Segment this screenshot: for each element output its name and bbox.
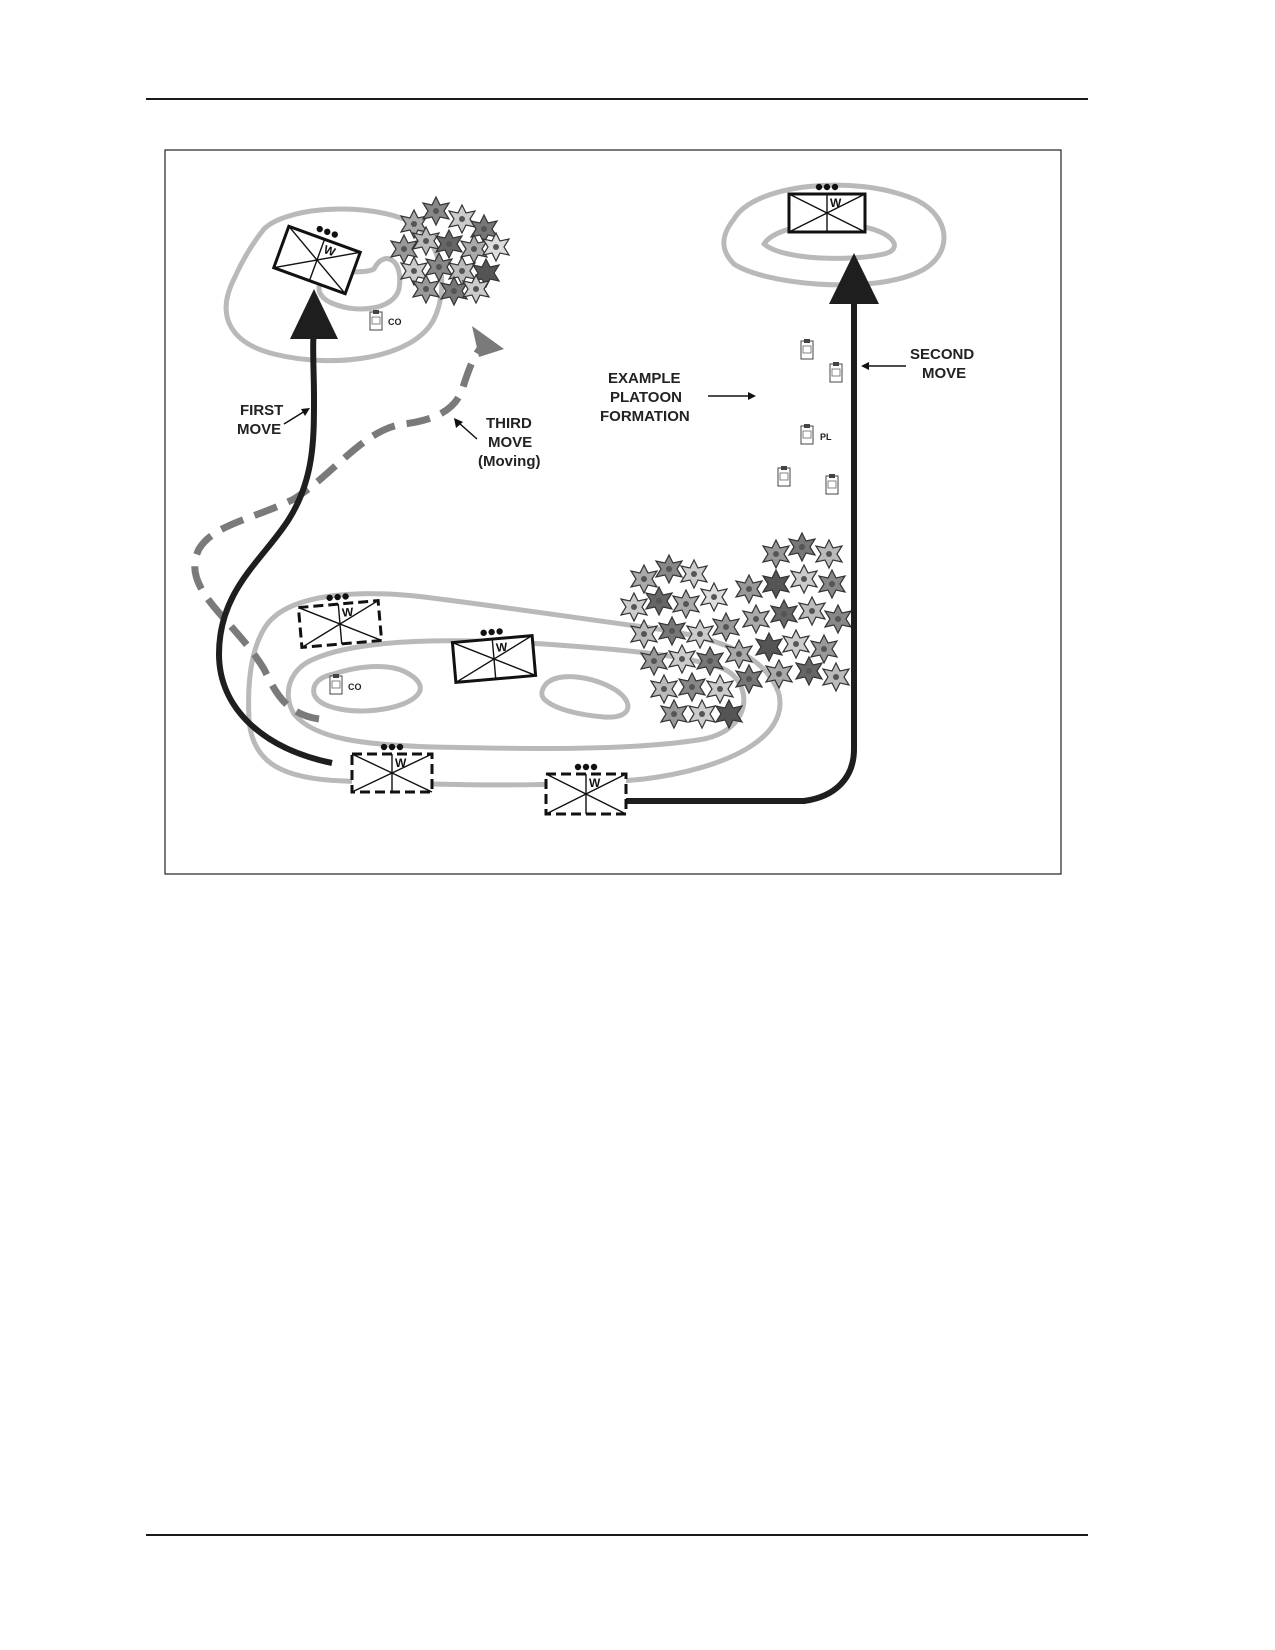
co-label: CO — [388, 317, 402, 327]
unit-symbol-top-left: W — [271, 224, 363, 296]
label-example-platoon: EXAMPLE PLATOON FORMATION — [600, 370, 756, 425]
example-platoon-line-3: FORMATION — [600, 408, 690, 425]
second-move-route — [626, 294, 857, 804]
unit-letter: W — [395, 756, 407, 770]
bottom-rule — [146, 1534, 1088, 1536]
unit-symbol-top-right: W — [787, 183, 867, 234]
first-move-line-2: MOVE — [237, 421, 281, 438]
unit-symbol-mid-dashed: W — [296, 593, 384, 650]
first-move-line-1: FIRST — [240, 402, 283, 419]
label-third-move: THIRD MOVE (Moving) — [454, 415, 540, 470]
pl-label: PL — [820, 432, 832, 442]
unit-letter: W — [341, 605, 354, 620]
third-move-arrowhead — [472, 326, 504, 357]
unit-letter: W — [495, 640, 508, 655]
top-rule — [146, 98, 1088, 100]
unit-letter: W — [322, 242, 338, 259]
label-second-move: SECOND MOVE — [861, 346, 974, 382]
second-move-line-1: SECOND — [910, 346, 974, 363]
movement-diagram: W W W W W W — [164, 149, 1062, 875]
co-vehicle-bottom: CO — [329, 673, 362, 695]
unit-symbol-bottom-left: W — [350, 743, 434, 794]
label-first-move: FIRST MOVE — [237, 402, 310, 438]
third-move-line-1: THIRD — [486, 415, 532, 432]
co-label: CO — [348, 682, 362, 692]
example-platoon-line-1: EXAMPLE — [608, 370, 681, 387]
second-move-arrowhead — [829, 253, 879, 304]
third-move-route — [191, 341, 487, 723]
unit-symbol-mid-solid: W — [450, 628, 538, 685]
third-move-line-2: MOVE — [488, 434, 532, 451]
first-move-arrowhead — [290, 289, 338, 339]
first-move-route — [215, 328, 333, 766]
unit-symbol-bottom-center: W — [544, 763, 628, 816]
unit-letter: W — [589, 776, 601, 790]
second-move-line-2: MOVE — [922, 365, 966, 382]
co-vehicle-top: CO — [369, 309, 402, 331]
unit-letter: W — [830, 196, 842, 210]
example-platoon-vehicles: PL — [777, 338, 843, 495]
third-move-line-3: (Moving) — [478, 453, 540, 470]
example-platoon-line-2: PLATOON — [610, 389, 682, 406]
